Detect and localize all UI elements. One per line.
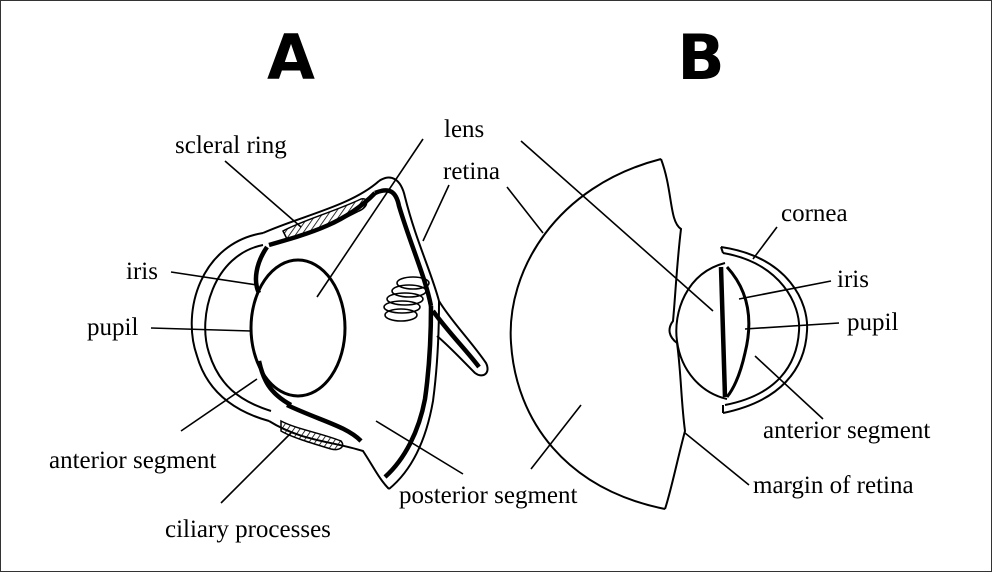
label-lens: lens — [444, 116, 484, 143]
label-posterior-segment: posterior segment — [399, 482, 577, 509]
label-iris-b: iris — [837, 266, 869, 293]
cornea-inner-a — [205, 245, 271, 411]
label-ciliary-processes: ciliary processes — [165, 516, 331, 543]
lens-a — [251, 260, 345, 396]
optic-nerve-a — [437, 301, 488, 375]
lower-posterior-retina — [385, 306, 431, 477]
panel-letter-a: A — [267, 21, 315, 94]
upper-posterior-retina — [375, 190, 431, 306]
label-anterior-segment-b: anterior segment — [763, 417, 930, 444]
panel-letter-b: B — [677, 21, 724, 94]
label-margin-of-retina: margin of retina — [753, 472, 914, 499]
eye-a-drawing — [192, 178, 488, 489]
iris-line-b — [721, 267, 725, 397]
iris-lower-a — [259, 361, 291, 405]
label-retina: retina — [443, 158, 500, 185]
label-anterior-segment-a: anterior segment — [49, 447, 216, 474]
label-cornea-b: cornea — [781, 200, 848, 227]
label-scleral-ring: scleral ring — [175, 132, 287, 159]
label-iris-a: iris — [126, 258, 158, 285]
label-pupil-b: pupil — [847, 309, 898, 336]
label-pupil-a: pupil — [87, 314, 138, 341]
retina-margin-b — [661, 159, 685, 509]
iris-crescent-b — [727, 267, 749, 397]
scleral-ring-upper — [283, 199, 367, 239]
eye-b-drawing — [511, 159, 807, 509]
posterior-hemisphere-b — [511, 159, 665, 509]
